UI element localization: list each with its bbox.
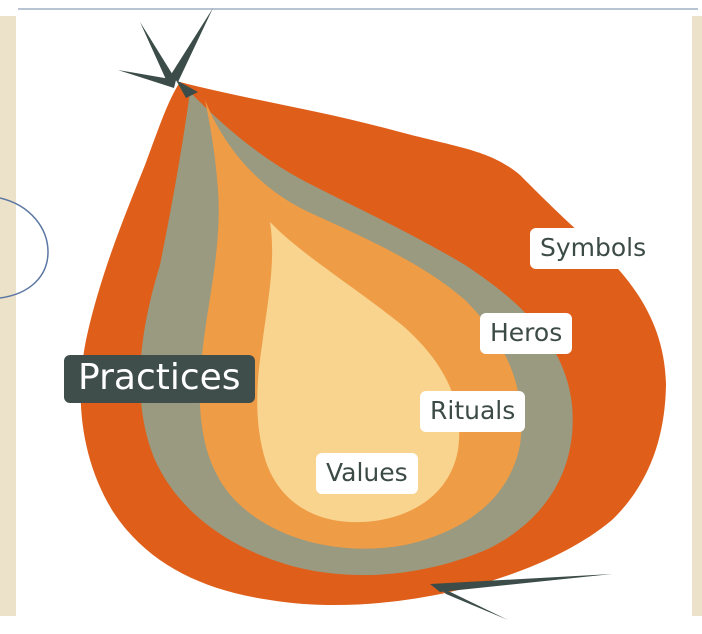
onion-layer-values — [257, 222, 460, 523]
decorative-arc — [0, 197, 49, 299]
left-side-band — [0, 16, 16, 616]
values-label: Values — [316, 453, 418, 494]
heros-label: Heros — [480, 313, 573, 354]
symbols-label: Symbols — [530, 228, 657, 269]
top-rule-line — [18, 0, 698, 10]
practices-label: Practices — [64, 355, 255, 403]
onion-stem — [118, 8, 213, 98]
right-side-band — [692, 16, 702, 616]
onion-root — [430, 574, 612, 620]
rituals-label: Rituals — [420, 391, 526, 432]
